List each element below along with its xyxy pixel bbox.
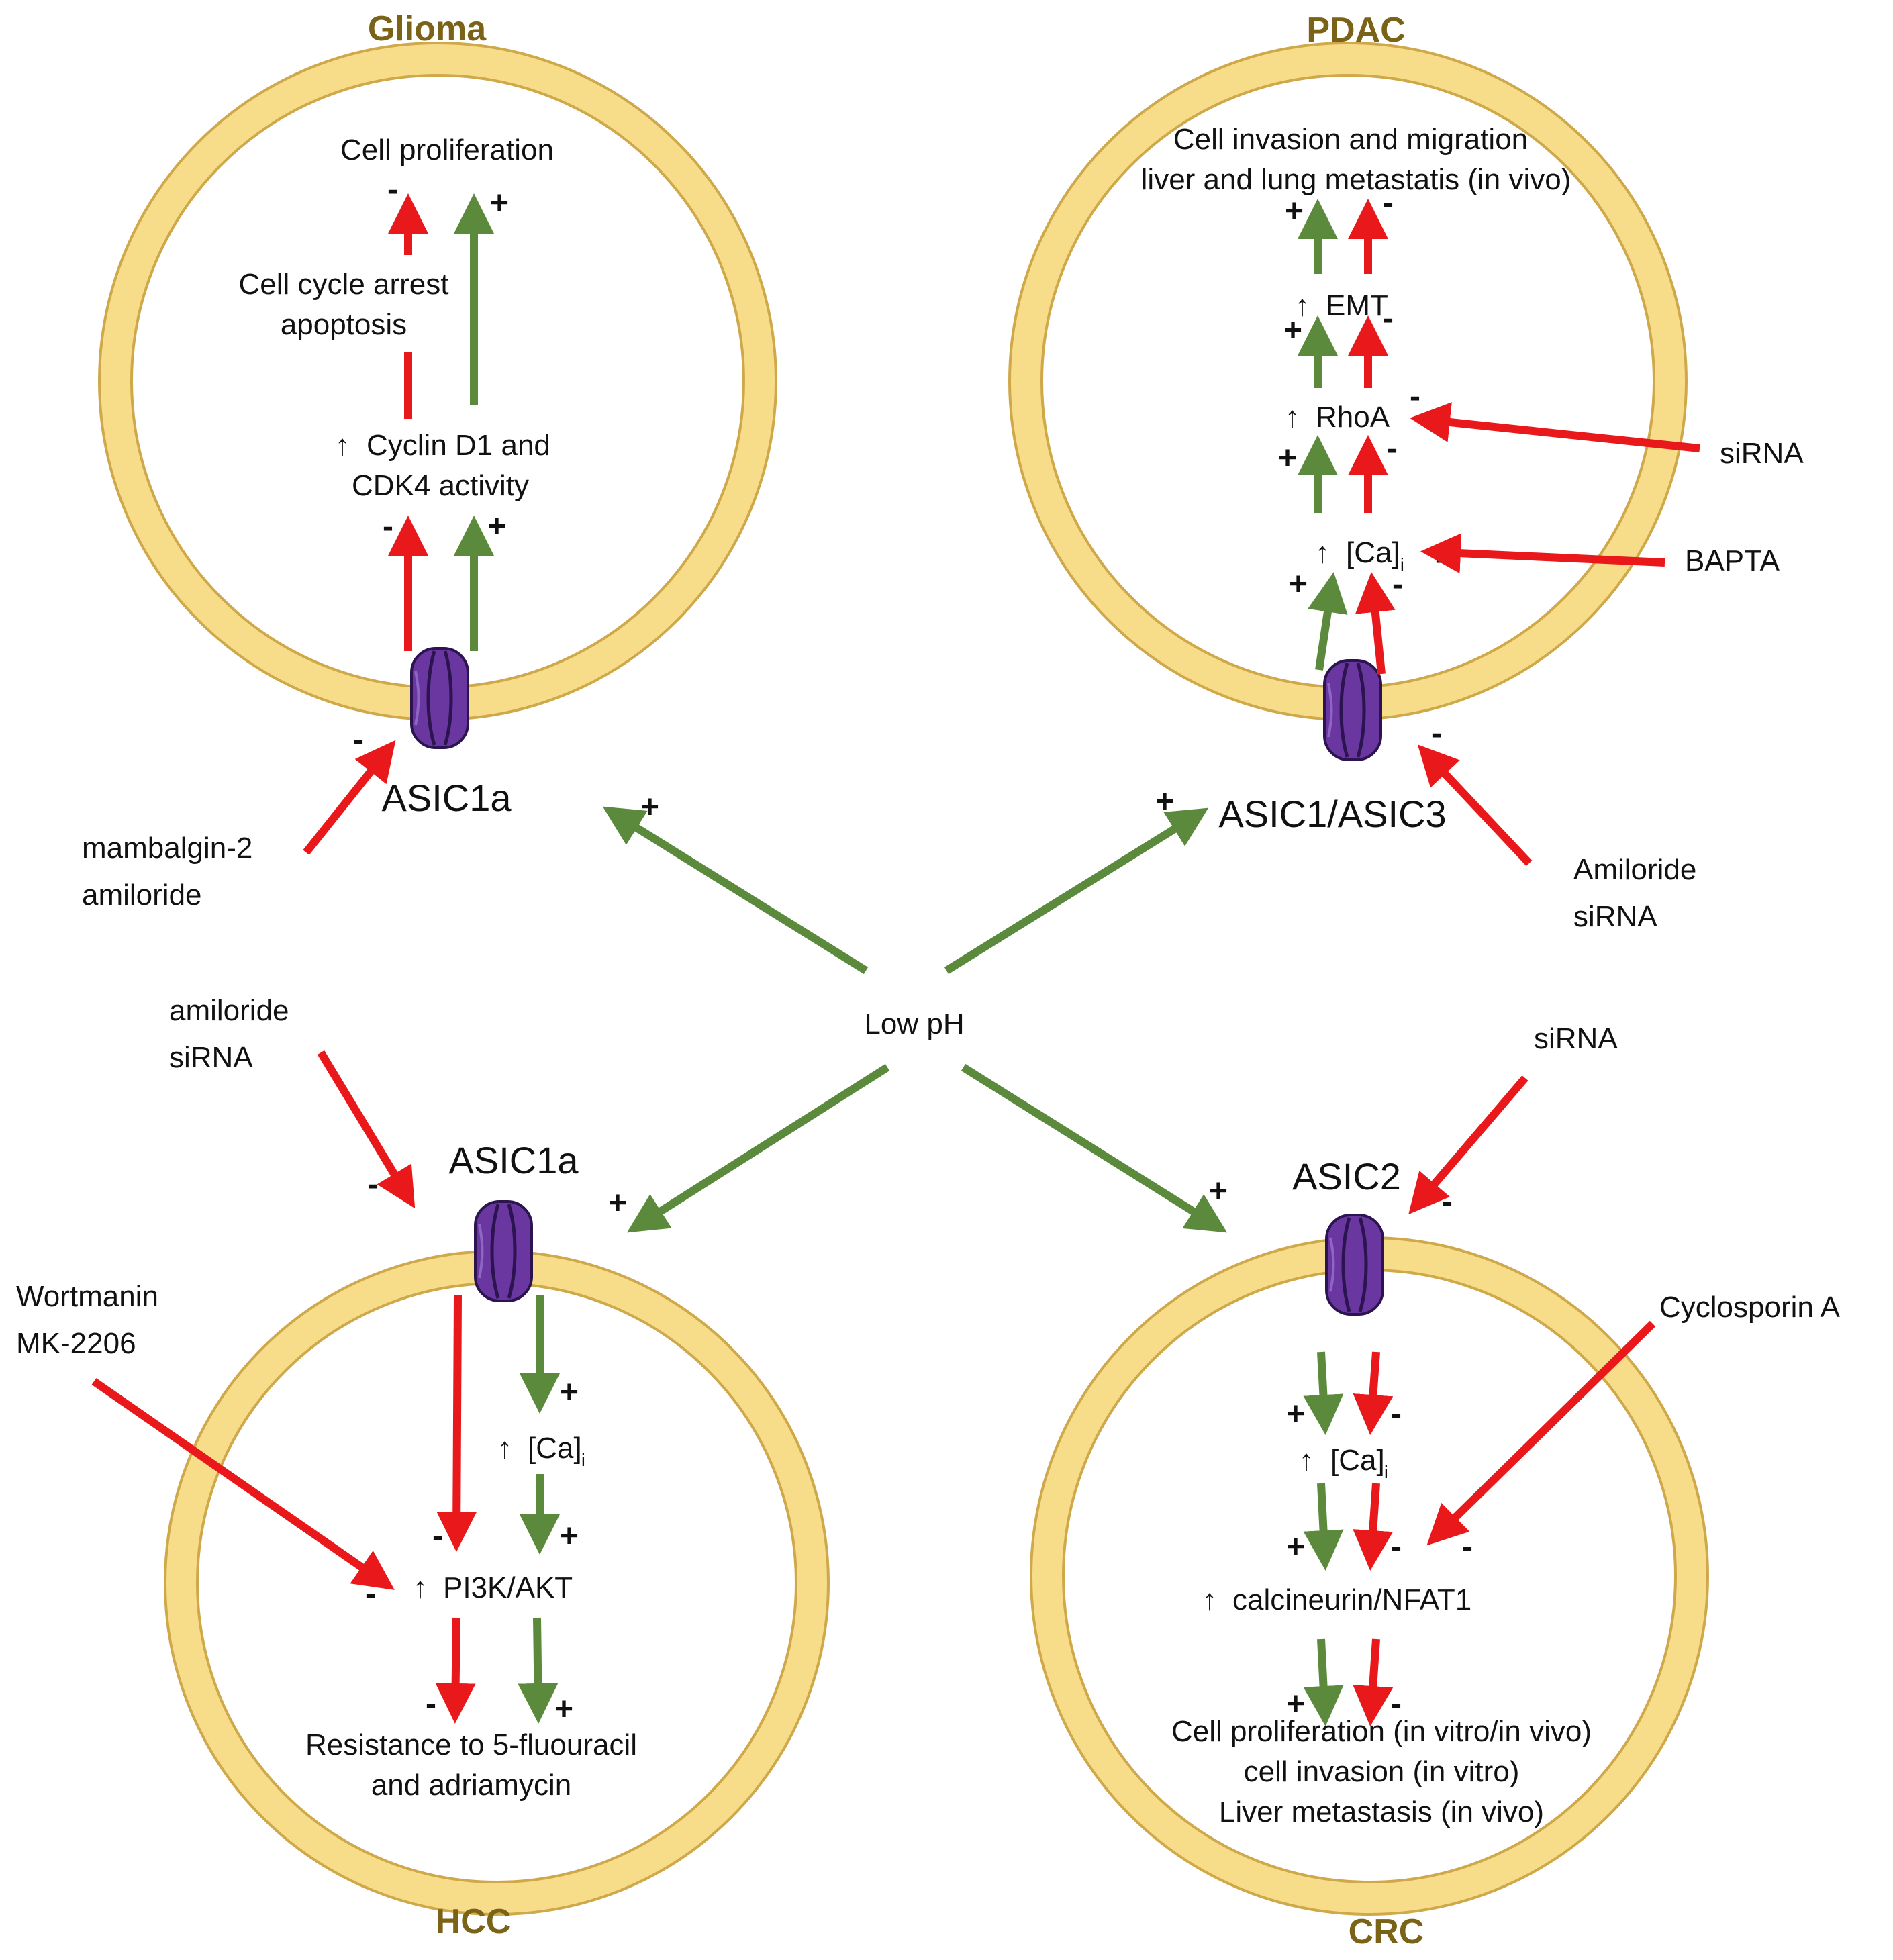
glioma-asic1a-channel-icon — [411, 648, 468, 748]
hcc-pi3k-up-arrow: ↑ — [413, 1571, 428, 1604]
pdac-ca-plus: + — [1289, 567, 1308, 602]
pdac-rhoa-label: RhoA — [1316, 401, 1390, 434]
hcc-inhibitor-channel-line1: amiloride — [169, 994, 289, 1027]
pdac-activation-plus: + — [1155, 784, 1174, 820]
hcc-outcome-plus: + — [554, 1692, 573, 1727]
glioma-cyclin-line1: Cyclin D1 and — [367, 429, 550, 462]
pdac-inhibitor-channel-line2: siRNA — [1573, 900, 1657, 933]
pdac-outcome-line1: Cell invasion and migration — [1173, 123, 1528, 156]
glioma-channel-minus: - — [353, 722, 364, 758]
hcc-pi3k-plus: + — [560, 1518, 579, 1554]
glioma-outcome: Cell proliferation — [340, 134, 554, 166]
pdac-emt-minus: - — [1383, 301, 1394, 336]
crc-outcome-line1: Cell proliferation (in vitro/in vivo) — [1171, 1715, 1592, 1748]
pdac-inhibitor-ca: BAPTA — [1685, 544, 1780, 577]
crc-asic2-channel-icon — [1326, 1215, 1383, 1314]
pdac-channel-label: ASIC1/ASIC3 — [1218, 793, 1446, 835]
pdac-channel-minus: - — [1431, 716, 1442, 751]
crc-outcome-line3: Liver metastasis (in vivo) — [1219, 1796, 1544, 1828]
pdac-inhibitor-rhoa: siRNA — [1720, 437, 1804, 470]
hcc-ca-subscript: i — [581, 1450, 585, 1470]
crc-inhibitor-calcineurin: Cyclosporin A — [1659, 1291, 1841, 1324]
glioma-inhibitor-line1: mambalgin-2 — [82, 832, 252, 865]
crc-outcome-line2: cell invasion (in vitro) — [1244, 1755, 1520, 1788]
glioma-channel-label: ASIC1a — [382, 777, 512, 819]
pdac-ca-minus: - — [1392, 567, 1403, 602]
hcc-outcome-minus: - — [426, 1686, 436, 1722]
pdac-pathway: ASIC1/ASIC3 Cell invasion and migration … — [1141, 123, 1804, 933]
crc-channel-label: ASIC2 — [1292, 1155, 1401, 1197]
pdac-rhoa-minus: - — [1410, 379, 1420, 414]
pdac-rhoa-up-arrow: ↑ — [1285, 401, 1300, 434]
hcc-channel-minus: - — [368, 1167, 379, 1202]
glioma-title: Glioma — [368, 9, 487, 48]
hcc-outcome-line1: Resistance to 5-fluouracil — [305, 1728, 637, 1761]
hcc-channel-label: ASIC1a — [449, 1139, 579, 1181]
glioma-cyclin-line2: CDK4 activity — [352, 469, 529, 502]
low-ph-label: Low pH — [864, 1008, 964, 1040]
hcc-activation-plus: + — [608, 1185, 627, 1221]
glioma-top-minus: - — [387, 172, 398, 207]
glioma-inhibitor-line2: amiloride — [82, 879, 202, 912]
crc-title: CRC — [1349, 1912, 1424, 1951]
hcc-inhibitor-pi3k-line2: MK-2206 — [16, 1327, 136, 1360]
pdac-inhibitor-channel-line1: Amiloride — [1573, 853, 1696, 886]
crc-calcineurin-label: calcineurin/NFAT1 — [1232, 1583, 1471, 1616]
crc-calcineurin-plus: + — [1286, 1529, 1305, 1565]
glioma-low-plus: + — [487, 509, 506, 544]
crc-calcineurin-up-arrow: ↑ — [1202, 1583, 1217, 1616]
crc-ca-plus: + — [1286, 1396, 1305, 1432]
glioma-top-plus: + — [490, 185, 509, 221]
pdac-ca-up-arrow: ↑ — [1315, 536, 1330, 569]
pdac-ca-inhibit-minus: - — [1435, 541, 1446, 577]
pdac-asic-channel-icon — [1324, 660, 1381, 760]
glioma-low-minus: - — [383, 509, 393, 544]
glioma-cyclin-up-arrow: ↑ — [335, 429, 350, 462]
hcc-outcome-line2: and adriamycin — [371, 1769, 571, 1802]
hcc-pi3k-label: PI3K/AKT — [443, 1571, 573, 1604]
crc-channel-minus: - — [1442, 1184, 1453, 1220]
glioma-pathway: ASIC1a Cell proliferation Cell cycle arr… — [82, 134, 554, 912]
low-ph-activation-arrows — [602, 806, 1228, 1233]
pdac-outcome-line2: liver and lung metastatis (in vivo) — [1141, 163, 1571, 196]
pdac-rhoa-plus: + — [1278, 440, 1297, 476]
glioma-arrest-line2: apoptosis — [281, 308, 407, 341]
crc-ca-label: [Ca] — [1330, 1444, 1385, 1477]
pdac-title: PDAC — [1306, 11, 1405, 50]
glioma-activation-plus: + — [640, 789, 659, 825]
hcc-pi3k-inhibit-minus: - — [365, 1576, 376, 1612]
pdac-emt-plus: + — [1283, 313, 1302, 348]
hcc-pi3k-minus: - — [432, 1518, 443, 1554]
crc-activation-plus: + — [1209, 1173, 1228, 1209]
glioma-arrest-line1: Cell cycle arrest — [239, 268, 449, 301]
crc-ca-subscript: i — [1384, 1462, 1388, 1482]
hcc-inhibitor-channel-line2: siRNA — [169, 1041, 253, 1074]
pdac-top-plus: + — [1285, 193, 1304, 229]
hcc-ca-label: [Ca] — [528, 1432, 582, 1465]
crc-calcineurin-minus: - — [1391, 1529, 1402, 1565]
hcc-title: HCC — [436, 1902, 512, 1941]
hcc-inhibitor-pi3k-line1: Wortmanin — [16, 1280, 158, 1313]
pdac-emt-label: EMT — [1326, 289, 1388, 322]
crc-outcome-minus: - — [1391, 1686, 1402, 1722]
crc-pathway: ASIC2 siRNA - Cyclosporin A - ↑ [Ca] i ↑… — [1171, 1022, 1841, 1828]
crc-calcineurin-inhibit-minus: - — [1462, 1529, 1473, 1565]
hcc-ca-up-arrow: ↑ — [497, 1432, 512, 1465]
crc-ca-minus: - — [1391, 1396, 1402, 1432]
hcc-ca-plus: + — [560, 1375, 579, 1410]
pdac-emt-up-arrow: ↑ — [1295, 289, 1310, 322]
crc-inhibitor-channel: siRNA — [1534, 1022, 1618, 1055]
pdac-top-minus: - — [1383, 185, 1394, 221]
pdac-ca-label: [Ca] — [1346, 536, 1400, 569]
pdac-cell — [1008, 42, 1688, 721]
crc-outcome-plus: + — [1286, 1686, 1305, 1722]
hcc-asic1a-channel-icon — [475, 1202, 532, 1301]
hcc-pathway: ASIC1a amiloride siRNA - Wortmanin MK-22… — [16, 994, 637, 1802]
pdac-rhoa-low-minus: - — [1387, 431, 1398, 467]
pdac-ca-subscript: i — [1400, 554, 1404, 575]
crc-ca-up-arrow: ↑ — [1299, 1444, 1314, 1477]
